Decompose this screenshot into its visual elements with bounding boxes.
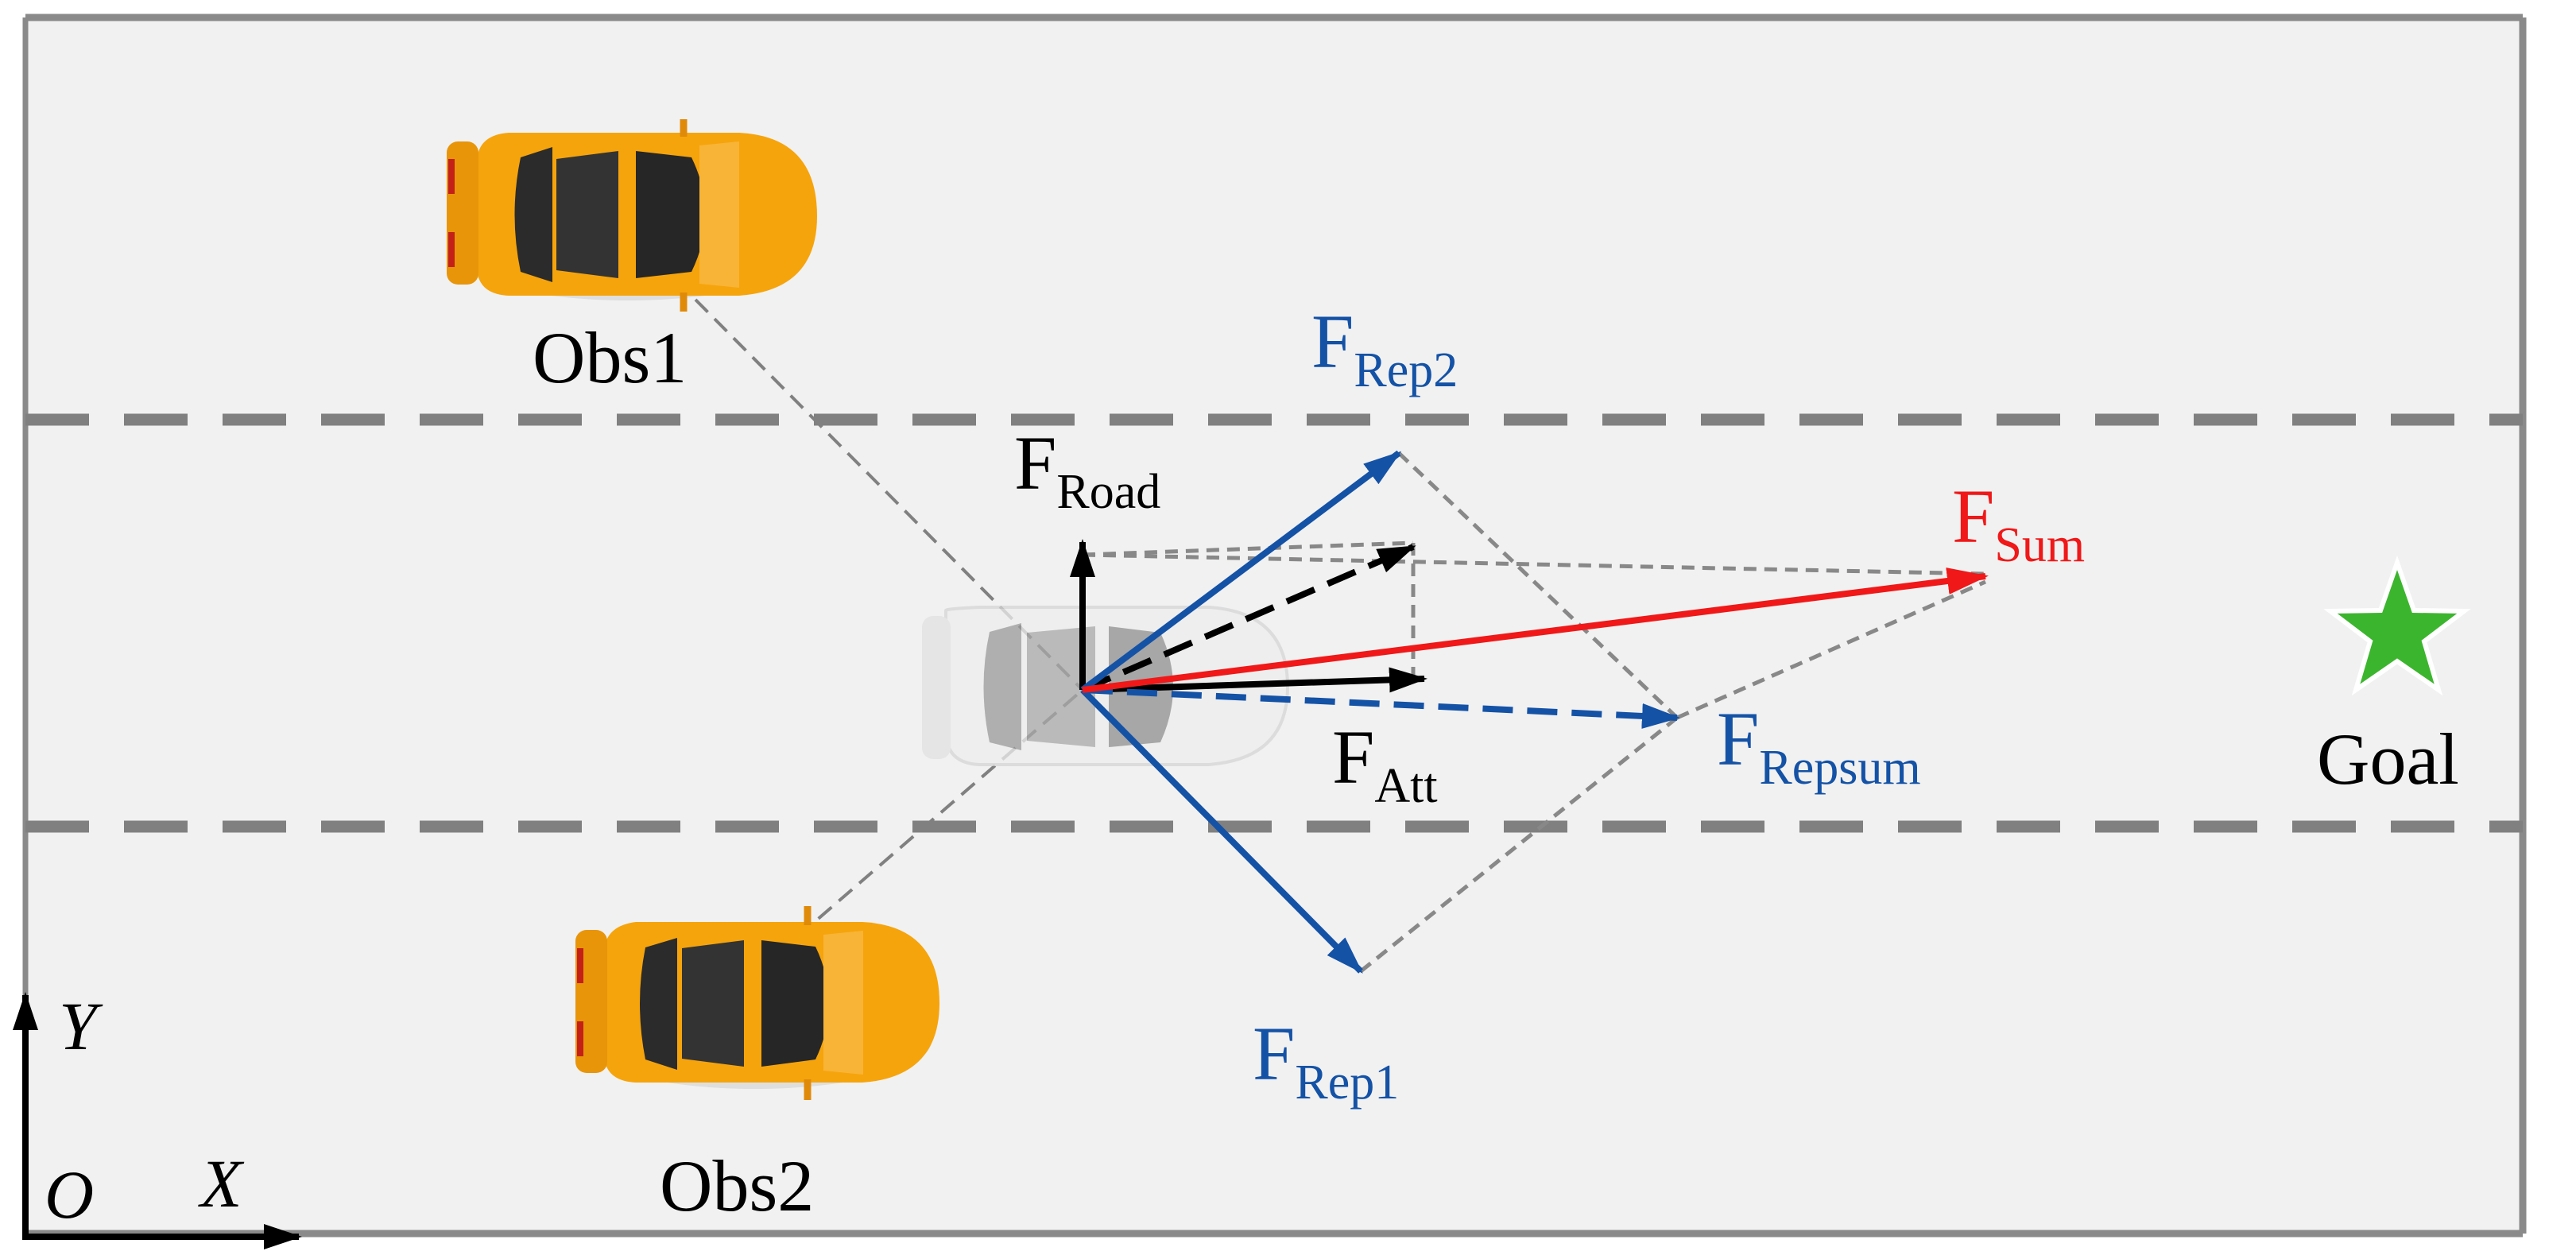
f-rep2-label: FRep2 xyxy=(1311,299,1458,397)
obs2-label: Obs2 xyxy=(660,1145,814,1226)
road-surface xyxy=(25,17,2523,1234)
x-axis-label: X xyxy=(198,1145,245,1222)
f-rep1-label: FRep1 xyxy=(1253,1011,1399,1110)
f-road-label: FRoad xyxy=(1014,420,1160,519)
star-icon xyxy=(2323,555,2471,696)
goal-label: Goal xyxy=(2317,719,2459,800)
f-sum-arrow xyxy=(1082,567,1989,693)
f-att-arrow xyxy=(1082,667,1427,693)
origin-label: O xyxy=(45,1156,94,1233)
obstacle-car-1 xyxy=(447,119,817,312)
y-axis-label: Y xyxy=(59,988,103,1064)
f-sum-label: FSum xyxy=(1952,474,2085,572)
obstacle-car-2 xyxy=(575,906,939,1100)
f-repsum-label: FRepsum xyxy=(1717,696,1921,795)
f-repsum-arrow xyxy=(1082,687,1680,729)
construction-lines xyxy=(1082,451,1987,973)
f-rep2-arrow xyxy=(1080,450,1402,693)
f-rep1-arrow xyxy=(1080,688,1363,974)
f-att-label: FAtt xyxy=(1332,715,1438,813)
f-resultant-dashed-arrow xyxy=(1081,544,1416,693)
obs1-distance-line xyxy=(694,298,1084,691)
obs1-label: Obs1 xyxy=(533,317,687,398)
